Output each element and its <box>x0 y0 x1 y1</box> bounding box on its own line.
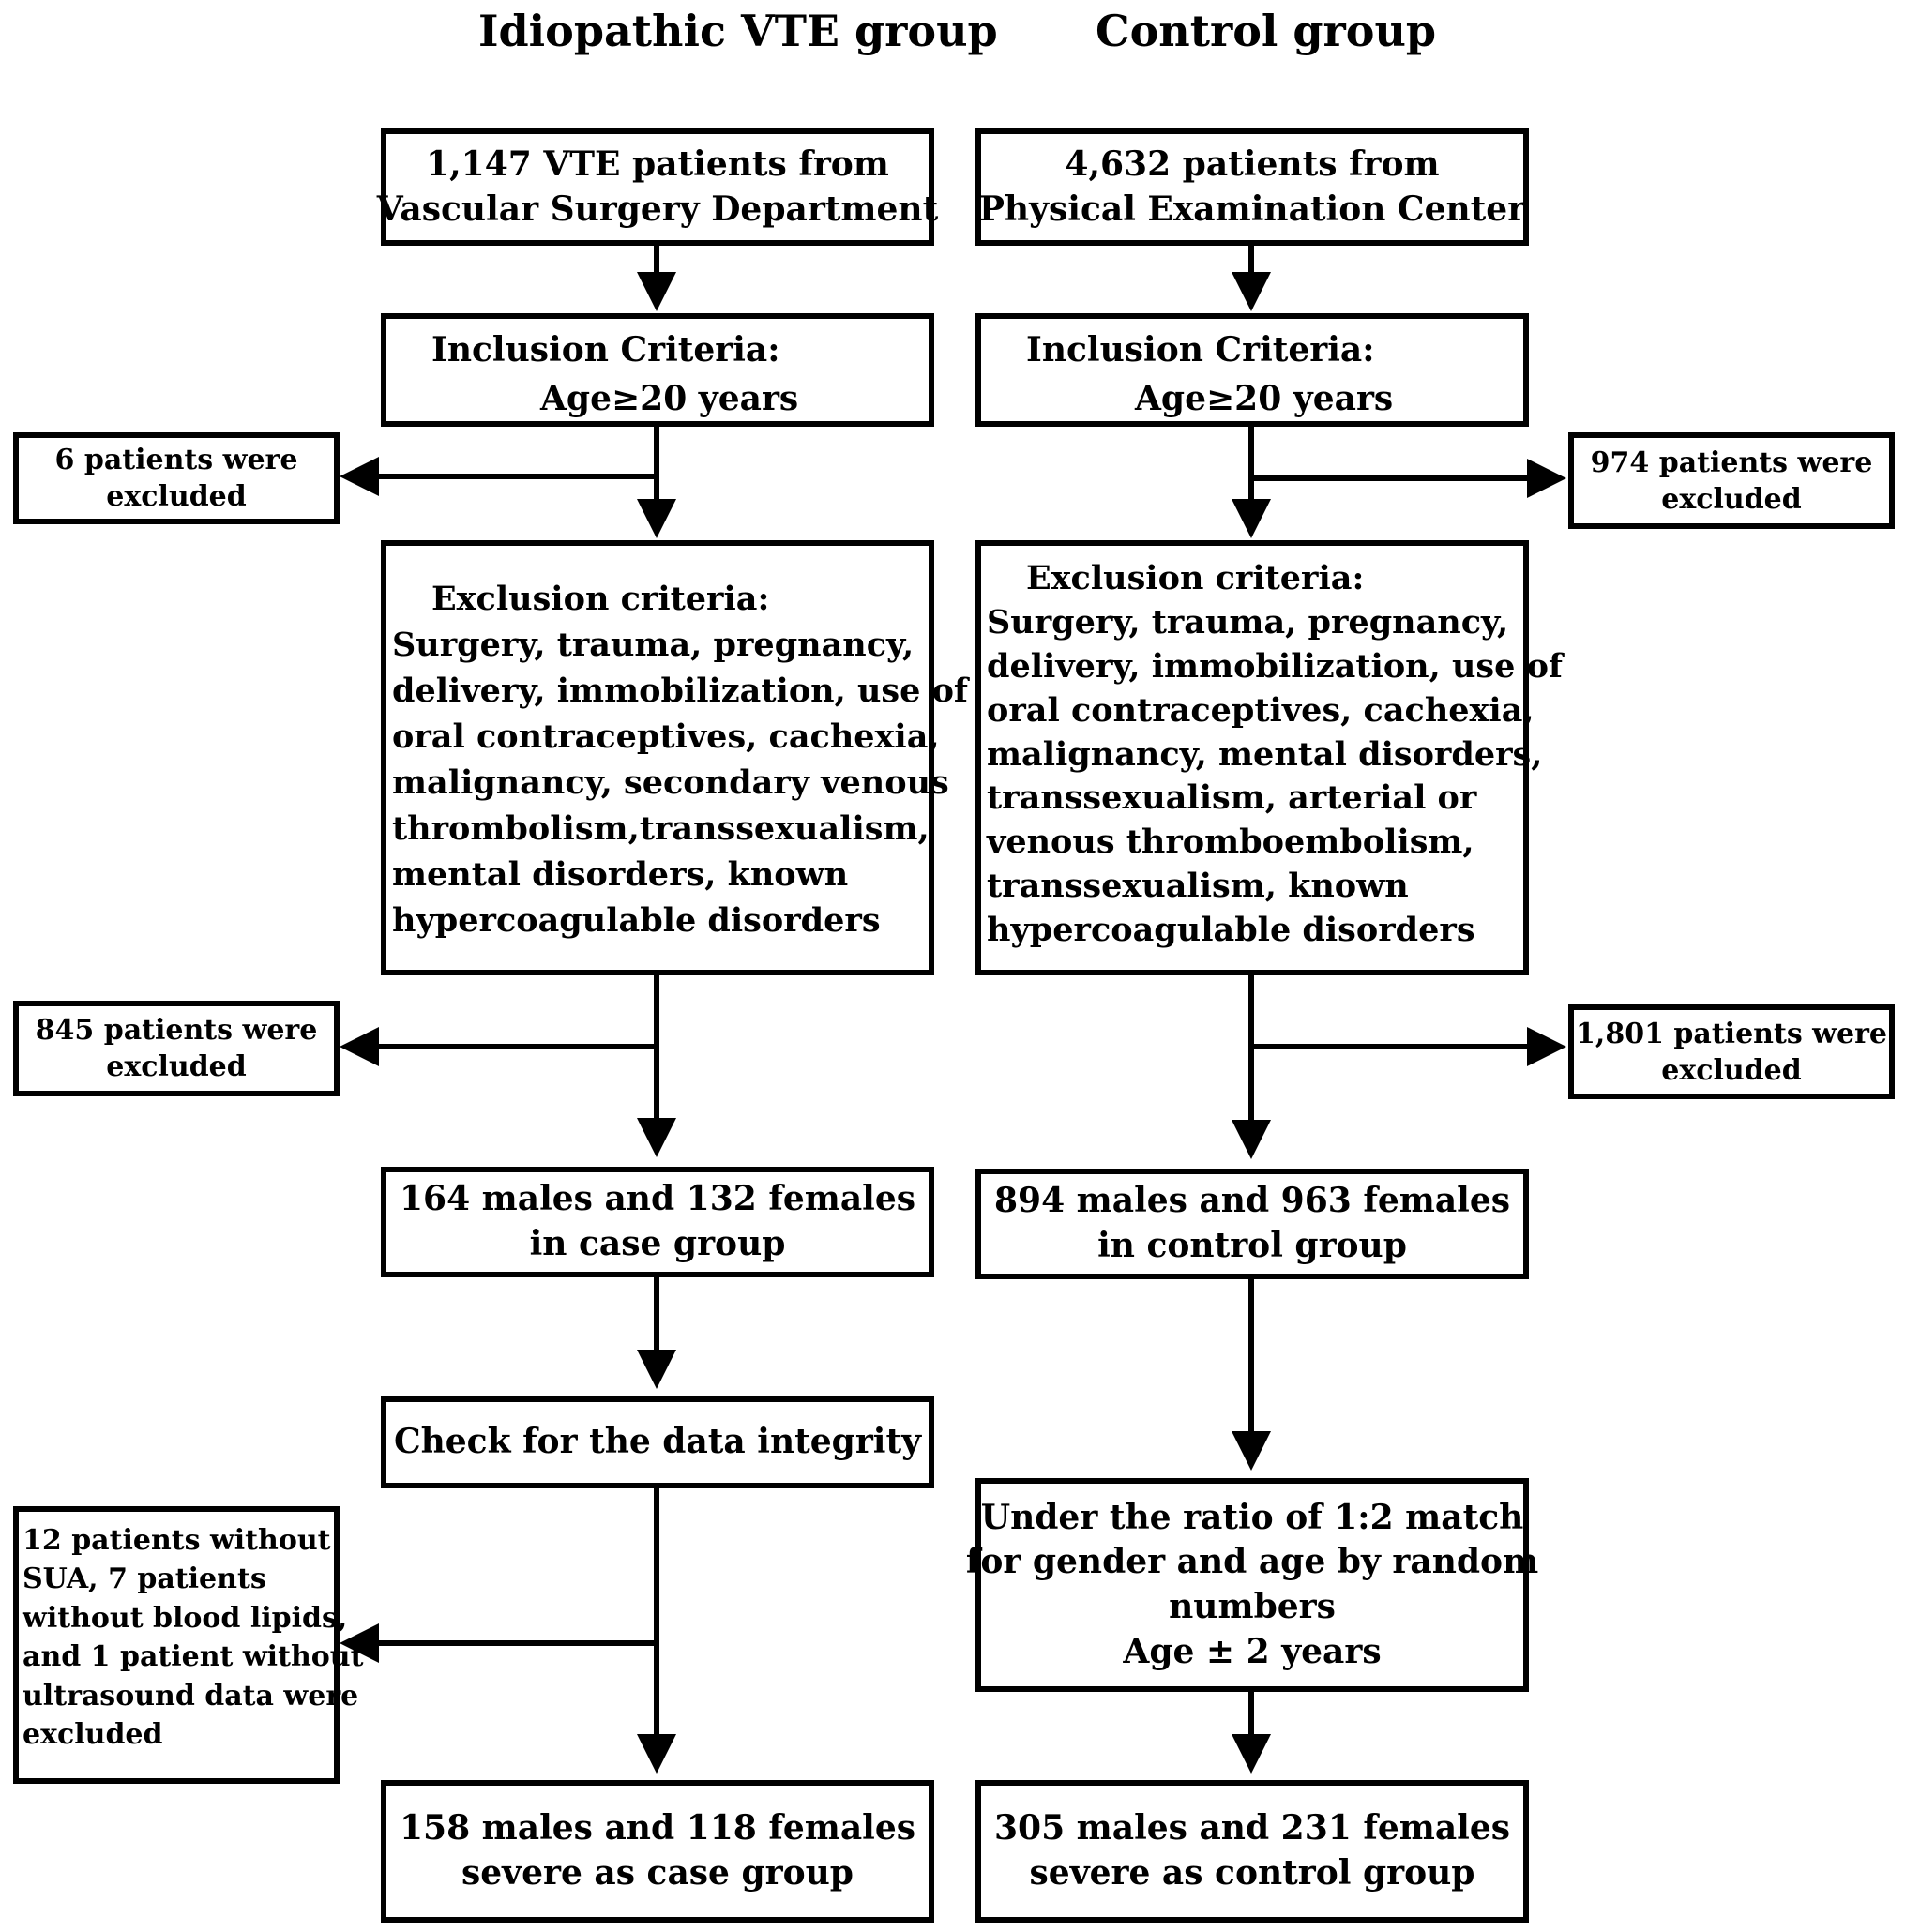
left-excluded-3-line-3: without blood lipids, <box>23 1601 348 1635</box>
left-exclusion-line-3: oral contraceptives, cachexia, <box>392 717 940 756</box>
right-final-line-2: severe as control group <box>1029 1853 1475 1893</box>
left-inclusion-box: Inclusion Criteria: Age≥20 years <box>381 313 934 427</box>
right-excluded-2-box: 1,801 patients were excluded <box>1568 1004 1895 1099</box>
left-column-header: Idiopathic VTE group <box>478 6 998 56</box>
right-matching-box: Under the ratio of 1:2 match for gender … <box>966 1478 1538 1692</box>
left-data-integrity-box: Check for the data integrity <box>381 1396 934 1488</box>
left-excluded-2-box: 845 patients were excluded <box>13 1001 340 1096</box>
left-inclusion-title: Inclusion Criteria: <box>431 330 780 370</box>
right-exclusion-line-3: oral contraceptives, cachexia, <box>987 690 1535 730</box>
left-exclusion-line-1: Surgery, trauma, pregnancy, <box>392 626 915 664</box>
right-inclusion-title: Inclusion Criteria: <box>1026 330 1375 370</box>
left-excluded-3-line-1: 12 patients without <box>23 1524 331 1557</box>
right-group-line-2: in control group <box>1097 1226 1407 1265</box>
right-excluded-1-line-2: excluded <box>1661 482 1802 516</box>
left-group-line-2: in case group <box>529 1224 786 1263</box>
right-column-header: Control group <box>1096 6 1437 56</box>
right-exclusion-line-5: transsexualism, arterial or <box>987 778 1477 818</box>
left-case-group-box: 164 males and 132 females in case group <box>381 1167 934 1277</box>
right-match-line-1: Under the ratio of 1:2 match <box>980 1497 1524 1537</box>
left-excluded-2-line-2: excluded <box>106 1050 247 1083</box>
right-final-control-box: 305 males and 231 females severe as cont… <box>975 1780 1529 1923</box>
left-excluded-3-box: 12 patients without SUA, 7 patients with… <box>13 1506 364 1784</box>
left-exclusion-line-2: delivery, immobilization, use of <box>392 672 968 710</box>
right-exclusion-line-6: venous thromboembolism, <box>987 823 1474 862</box>
left-exclusion-title: Exclusion criteria: <box>431 580 770 618</box>
left-final-line-2: severe as case group <box>461 1853 854 1893</box>
right-exclusion-line-7: transsexualism, known <box>987 867 1409 906</box>
right-group-line-1: 894 males and 963 females <box>993 1181 1511 1221</box>
right-match-line-4: Age ± 2 years <box>1123 1631 1382 1671</box>
left-excluded-1-line-2: excluded <box>106 480 247 513</box>
left-exclusion-line-7: hypercoagulable disorders <box>392 901 881 940</box>
right-match-line-2: for gender and age by random <box>965 1542 1539 1582</box>
left-excluded-2-line-1: 845 patients were <box>35 1014 318 1047</box>
left-excluded-1-line-1: 6 patients were <box>54 444 298 476</box>
right-source-line-2: Physical Examination Center <box>978 189 1526 229</box>
right-excluded-2-line-2: excluded <box>1661 1053 1802 1087</box>
right-final-line-1: 305 males and 231 females <box>993 1808 1511 1849</box>
right-exclusion-line-2: delivery, immobilization, use of <box>987 646 1563 686</box>
right-source-box: 4,632 patients from Physical Examination… <box>975 128 1529 246</box>
right-inclusion-box: Inclusion Criteria: Age≥20 years <box>975 313 1529 427</box>
left-source-line-2: Vascular Surgery Department <box>376 189 939 229</box>
left-exclusion-line-5: thrombolism,transsexualism, <box>392 809 930 848</box>
left-excluded-3-line-5: ultrasound data were <box>23 1679 359 1713</box>
left-source-line-1: 1,147 VTE patients from <box>426 143 889 184</box>
left-exclusion-criteria-box: Exclusion criteria: Surgery, trauma, pre… <box>381 540 968 975</box>
right-exclusion-criteria-box: Exclusion criteria: Surgery, trauma, pre… <box>975 540 1563 975</box>
right-excluded-1-line-1: 974 patients were <box>1590 445 1873 479</box>
left-excluded-3-line-2: SUA, 7 patients <box>23 1562 266 1596</box>
left-excluded-1-box: 6 patients were excluded <box>13 432 340 524</box>
left-excluded-3-line-6: excluded <box>23 1717 163 1751</box>
right-source-line-1: 4,632 patients from <box>1065 143 1440 184</box>
left-group-line-1: 164 males and 132 females <box>399 1179 916 1219</box>
right-inclusion-value: Age≥20 years <box>1135 378 1394 418</box>
right-excluded-1-box: 974 patients were excluded <box>1568 432 1895 529</box>
left-exclusion-line-6: mental disorders, known <box>392 855 849 894</box>
right-exclusion-line-4: malignancy, mental disorders, <box>987 734 1543 774</box>
right-control-group-box: 894 males and 963 females in control gro… <box>975 1169 1529 1279</box>
right-match-line-3: numbers <box>1169 1587 1336 1626</box>
left-source-box: 1,147 VTE patients from Vascular Surgery… <box>377 128 938 246</box>
left-inclusion-value: Age≥20 years <box>540 378 799 418</box>
right-exclusion-line-8: hypercoagulable disorders <box>987 911 1475 950</box>
left-excluded-3-line-4: and 1 patient without <box>23 1640 364 1674</box>
right-excluded-2-line-1: 1,801 patients were <box>1576 1017 1887 1050</box>
right-exclusion-title: Exclusion criteria: <box>1026 559 1365 597</box>
left-exclusion-line-4: malignancy, secondary venous <box>392 763 949 802</box>
left-check-label: Check for the data integrity <box>393 1422 922 1462</box>
left-final-case-box: 158 males and 118 females severe as case… <box>381 1780 934 1923</box>
left-final-line-1: 158 males and 118 females <box>399 1808 916 1849</box>
right-exclusion-line-1: Surgery, trauma, pregnancy, <box>987 602 1509 641</box>
